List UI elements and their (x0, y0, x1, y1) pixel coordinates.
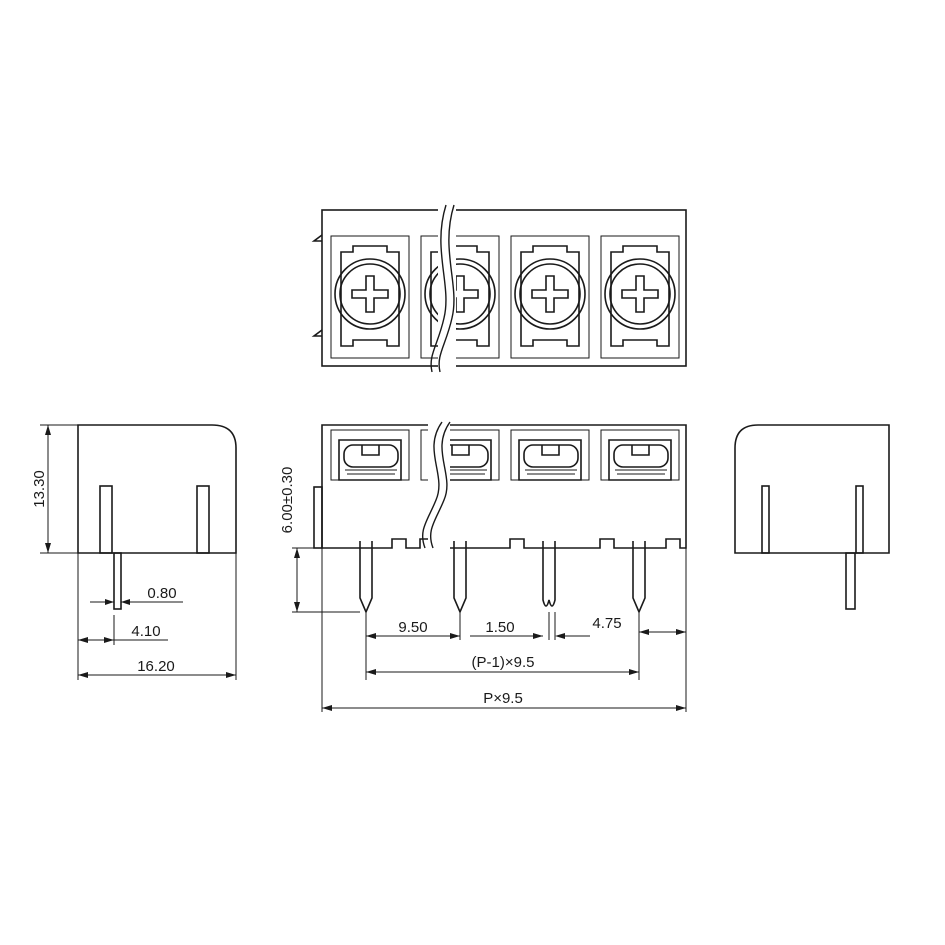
screw-cell-2 (420, 235, 500, 359)
screw-head-1 (330, 429, 410, 481)
right-side-view (734, 424, 890, 610)
left-side-view (77, 424, 237, 610)
dim-pitch-inner: (P-1)×9.5 (472, 654, 535, 671)
dim-pin-gap: 1.50 (485, 619, 514, 636)
screw-cell-4 (600, 235, 680, 359)
top-view (311, 204, 687, 373)
dim-pitch-total: P×9.5 (483, 690, 523, 707)
dim-height-side: 13.30 (31, 470, 48, 508)
pin-2 (453, 541, 467, 615)
dim-depth: 16.20 (137, 658, 175, 675)
pin-4 (632, 541, 646, 615)
dim-pitch: 9.50 (398, 619, 427, 636)
pin-3 (542, 541, 556, 607)
dim-pin-offset: 4.10 (131, 623, 160, 640)
screw-cell-3 (510, 235, 590, 359)
dim-pin-width: 0.80 (147, 585, 176, 602)
dimension-lines-left (40, 424, 237, 680)
dim-pin-length: 6.00±0.30 (279, 467, 296, 534)
front-view (313, 421, 687, 615)
break-line-front (429, 421, 451, 549)
screw-head-4 (600, 429, 680, 481)
break-line (438, 204, 455, 373)
screw-cell-1 (330, 235, 410, 359)
dimension-lines-front (292, 547, 687, 712)
screw-head-3 (510, 429, 590, 481)
dim-edge-offset: 4.75 (592, 615, 621, 632)
pin-1 (359, 541, 373, 615)
